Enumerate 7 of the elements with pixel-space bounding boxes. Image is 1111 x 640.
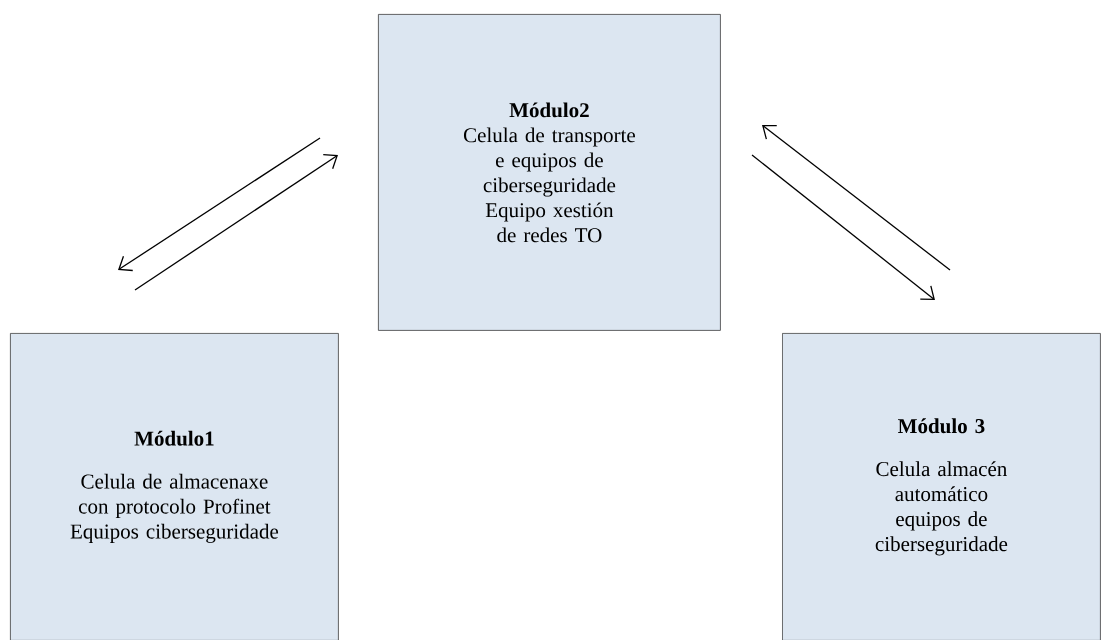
arrow: [118, 137, 321, 272]
arrow: [762, 124, 951, 271]
arrow: [134, 153, 338, 291]
module-box: Módulo1 Celula de almacenaxe con protocolo Profinet Equipos ciberseguridade: [10, 333, 339, 640]
module-box: Módulo 3 Celula almacén automático equipos de ciberseguridade: [782, 333, 1101, 640]
module-box: Módulo2 Celula de transporte e equipos de ciberseguridade Equipo xestión de redes TO: [378, 14, 721, 331]
arrow: [751, 154, 935, 300]
